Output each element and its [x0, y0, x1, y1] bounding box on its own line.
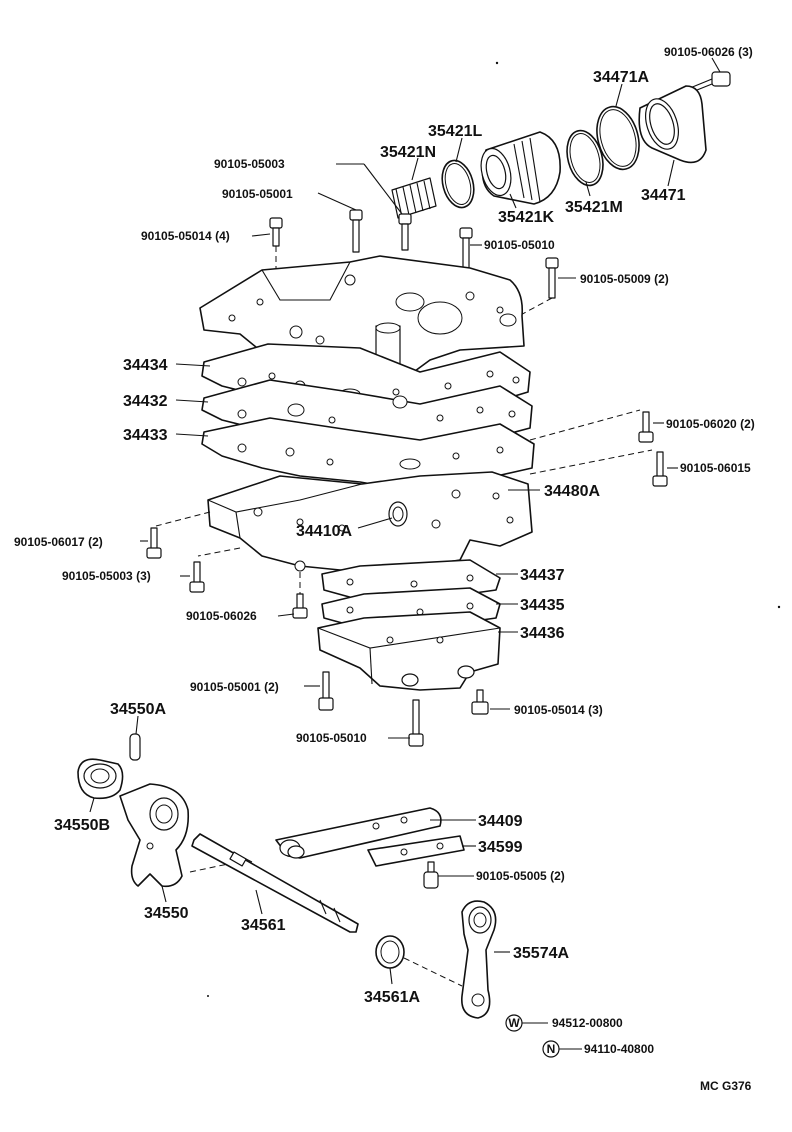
- sleeve-35421K: [480, 131, 561, 205]
- bolt-90105-05001-bottom: [318, 671, 334, 711]
- label-90105-05010-top: 90105-05010: [484, 238, 555, 252]
- label-35421N: 35421N: [380, 144, 436, 161]
- label-34550A: 34550A: [110, 701, 166, 718]
- label-34550B: 34550B: [54, 817, 110, 834]
- label-90105-05003-3: 90105-05003 (3): [62, 569, 151, 583]
- label-34410A: 34410A: [296, 523, 352, 540]
- label-90105-06017-2: 90105-06017 (2): [14, 535, 103, 549]
- label-34432: 34432: [123, 393, 168, 410]
- bolt-90105-05014-top: [269, 217, 283, 247]
- label-34433: 34433: [123, 427, 168, 444]
- label-90105-06015: 90105-06015: [680, 461, 751, 475]
- detent-lever-34550: [119, 783, 190, 888]
- label-90105-05001-2: 90105-05001 (2): [190, 680, 279, 694]
- bolt-90105-06020-right: [638, 411, 654, 443]
- label-34409: 34409: [478, 813, 523, 830]
- diagram-code: MC G376: [700, 1079, 752, 1093]
- label-34550: 34550: [144, 905, 189, 922]
- label-34599: 34599: [478, 839, 523, 856]
- label-34436: 34436: [520, 625, 565, 642]
- label-34437: 34437: [520, 567, 565, 584]
- bolt-90105-06017: [146, 527, 162, 559]
- label-34471: 34471: [641, 187, 686, 204]
- label-90105-06026-3: 90105-06026 (3): [664, 45, 753, 59]
- bushing-34550B: [77, 758, 124, 800]
- lever-35574A: [461, 900, 497, 1019]
- label-35421L: 35421L: [428, 123, 482, 140]
- spring-34599: [367, 835, 465, 867]
- spring-35421N: [391, 177, 437, 219]
- label-94512-00800: 94512-00800: [552, 1016, 623, 1030]
- bolt-90105-05003-left: [189, 561, 205, 593]
- label-90105-05005-2: 90105-05005 (2): [476, 869, 565, 883]
- label-34434: 34434: [123, 357, 168, 374]
- label-35421K: 35421K: [498, 209, 554, 226]
- label-90105-05014-3: 90105-05014 (3): [514, 703, 603, 717]
- bolt-90105-05009-top: [545, 257, 559, 299]
- label-34471A: 34471A: [593, 69, 649, 86]
- label-90105-05010-bottom: 90105-05010: [296, 731, 367, 745]
- nut-symbol-letter: N: [547, 1042, 556, 1056]
- shaft-34561: [191, 833, 359, 933]
- seal-34561A: [375, 935, 405, 969]
- label-90105-06020-2: 90105-06020 (2): [666, 417, 755, 431]
- bolt-90105-05010-top: [459, 227, 473, 277]
- nut-symbol-94110: N: [542, 1040, 560, 1058]
- bolt-90105-06026-mid: [292, 593, 308, 619]
- flange-34471: [638, 85, 707, 164]
- o-ring-35421L: [441, 159, 475, 209]
- cover-34436: [317, 611, 501, 691]
- label-35421M: 35421M: [565, 199, 623, 216]
- label-34480A: 34480A: [544, 483, 600, 500]
- bolt-90105-05003-top: [398, 213, 412, 251]
- label-34561A: 34561A: [364, 989, 420, 1006]
- o-ring-34471A: [596, 105, 640, 171]
- label-90105-05014-4: 90105-05014 (4): [141, 229, 230, 243]
- label-34435: 34435: [520, 597, 565, 614]
- label-90105-06026-mid: 90105-06026: [186, 609, 257, 623]
- label-35574A: 35574A: [513, 945, 569, 962]
- bolt-90105-05005: [423, 861, 439, 889]
- lower-valve-body: [207, 471, 533, 575]
- plate-34409: [275, 807, 442, 859]
- bolt-90105-06015-right: [652, 451, 668, 487]
- washer-symbol-94512: W: [505, 1014, 523, 1032]
- bolt-90105-05010-bottom: [408, 699, 424, 747]
- label-34561: 34561: [241, 917, 286, 934]
- pin-34550A: [129, 733, 141, 761]
- bolt-90105-05001-top: [349, 209, 363, 253]
- label-90105-05003: 90105-05003: [214, 157, 285, 171]
- label-94110-40800: 94110-40800: [584, 1042, 654, 1056]
- washer-symbol-letter: W: [508, 1016, 520, 1030]
- bolt-90105-05014-bottom: [471, 689, 489, 715]
- o-ring-35421M: [566, 129, 604, 187]
- label-90105-05001: 90105-05001: [222, 187, 293, 201]
- label-90105-05009-2: 90105-05009 (2): [580, 272, 669, 286]
